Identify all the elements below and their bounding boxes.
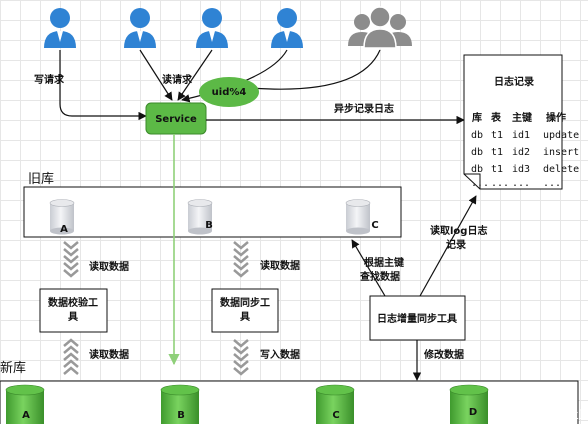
new-db-node-d-label: D	[469, 407, 477, 418]
incremental-tool-label: 日志增量同步工具	[377, 312, 457, 325]
user-icon-2	[124, 8, 156, 48]
user-icon-3	[196, 8, 228, 48]
old-db-title: 旧库	[28, 171, 54, 187]
svg-text:t1: t1	[491, 147, 503, 158]
verify-tool-box[interactable]	[39, 288, 108, 333]
chevron-down-stack-mid-top	[233, 241, 249, 278]
chevron-down-stack-mid-bottom	[233, 339, 249, 376]
new-db-node-c	[315, 384, 355, 424]
new-db-node-d	[449, 384, 489, 424]
old-db-node-b	[187, 199, 213, 235]
log-title: 日志记录	[494, 75, 534, 88]
lookup-label-1: 根据主键	[364, 256, 405, 269]
svg-text:insert: insert	[543, 147, 579, 158]
old-db-node-c-label: C	[371, 220, 378, 231]
modify-data-label: 修改数据	[423, 348, 464, 361]
verify-tool-label: 数据校验工具	[48, 296, 98, 323]
read-data-label-3: 读取数据	[89, 348, 129, 361]
service-box[interactable]	[145, 102, 207, 135]
svg-text:t1: t1	[491, 130, 503, 141]
svg-text:delete: delete	[543, 164, 579, 175]
svg-text:db: db	[471, 164, 483, 175]
uid-bubble	[199, 77, 259, 107]
lookup-label-2: 查找数据	[359, 270, 400, 283]
write-request-label: 写请求	[34, 73, 65, 86]
new-db-node-a	[5, 384, 45, 424]
async-log-label: 异步记录日志	[334, 102, 394, 115]
svg-text:id1: id1	[512, 130, 530, 141]
log-row-3: db t1 id3 delete	[471, 164, 579, 175]
svg-text:t1: t1	[491, 164, 503, 175]
read-log-label-1: 读取log日志	[430, 224, 487, 237]
log-header-db: 库	[472, 111, 482, 124]
svg-text:...: ...	[471, 178, 489, 189]
read-request-line-2	[177, 49, 213, 101]
read-data-label-1: 读取数据	[89, 260, 129, 273]
chevron-down-stack-left-top	[63, 241, 79, 278]
svg-text:db: db	[471, 130, 483, 141]
svg-text:id3: id3	[512, 164, 530, 175]
user-icon-1	[44, 8, 76, 48]
read-request-line-4	[249, 49, 381, 90]
write-data-label: 写入数据	[260, 348, 300, 361]
read-log-arrow	[419, 195, 477, 297]
old-db-node-c	[345, 199, 371, 235]
new-db-node-a-label: A	[22, 410, 30, 421]
user-group-icon	[348, 6, 412, 49]
svg-text:db: db	[471, 147, 483, 158]
svg-text:update: update	[543, 130, 579, 141]
read-log-label-2: 记录	[446, 239, 466, 251]
new-db-node-b	[160, 384, 200, 424]
svg-text:...: ...	[512, 178, 530, 189]
svg-text:...: ...	[543, 178, 561, 189]
new-db-title: 新库	[0, 360, 26, 376]
log-row-2: db t1 id2 insert	[471, 147, 579, 158]
user-icon-4	[271, 8, 303, 48]
service-label: Service	[155, 114, 197, 125]
log-header-table: 表	[490, 111, 502, 124]
old-db-box	[23, 186, 402, 238]
log-row-1: db t1 id1 update	[471, 130, 579, 141]
log-header-op: 操作	[546, 111, 566, 124]
watermark: @稀土掘金技术社区	[491, 407, 588, 421]
old-db-node-a	[49, 199, 75, 235]
new-db-node-b-label: B	[177, 410, 185, 421]
svg-text:id2: id2	[512, 147, 530, 158]
chevron-up-stack-left-bottom	[63, 338, 79, 375]
sync-tool-label: 数据同步工具	[220, 296, 270, 323]
svg-text:...: ...	[491, 178, 509, 189]
log-document	[463, 54, 563, 190]
write-request-line	[59, 50, 147, 121]
log-row-4: ... ... ... ...	[471, 178, 561, 189]
read-data-label-2: 读取数据	[260, 259, 300, 272]
lookup-arrow	[351, 239, 386, 297]
new-db-node-c-label: C	[332, 410, 339, 421]
read-request-label: 读请求	[162, 73, 193, 86]
old-db-node-b-label: B	[205, 220, 213, 231]
uid-bubble-label: uid%4	[212, 87, 247, 98]
log-header-key: 主键	[512, 111, 533, 124]
read-request-line-1	[139, 49, 173, 101]
sync-tool-box[interactable]	[211, 288, 279, 333]
old-db-node-a-label: A	[60, 224, 68, 235]
incremental-tool-box[interactable]	[369, 295, 466, 341]
